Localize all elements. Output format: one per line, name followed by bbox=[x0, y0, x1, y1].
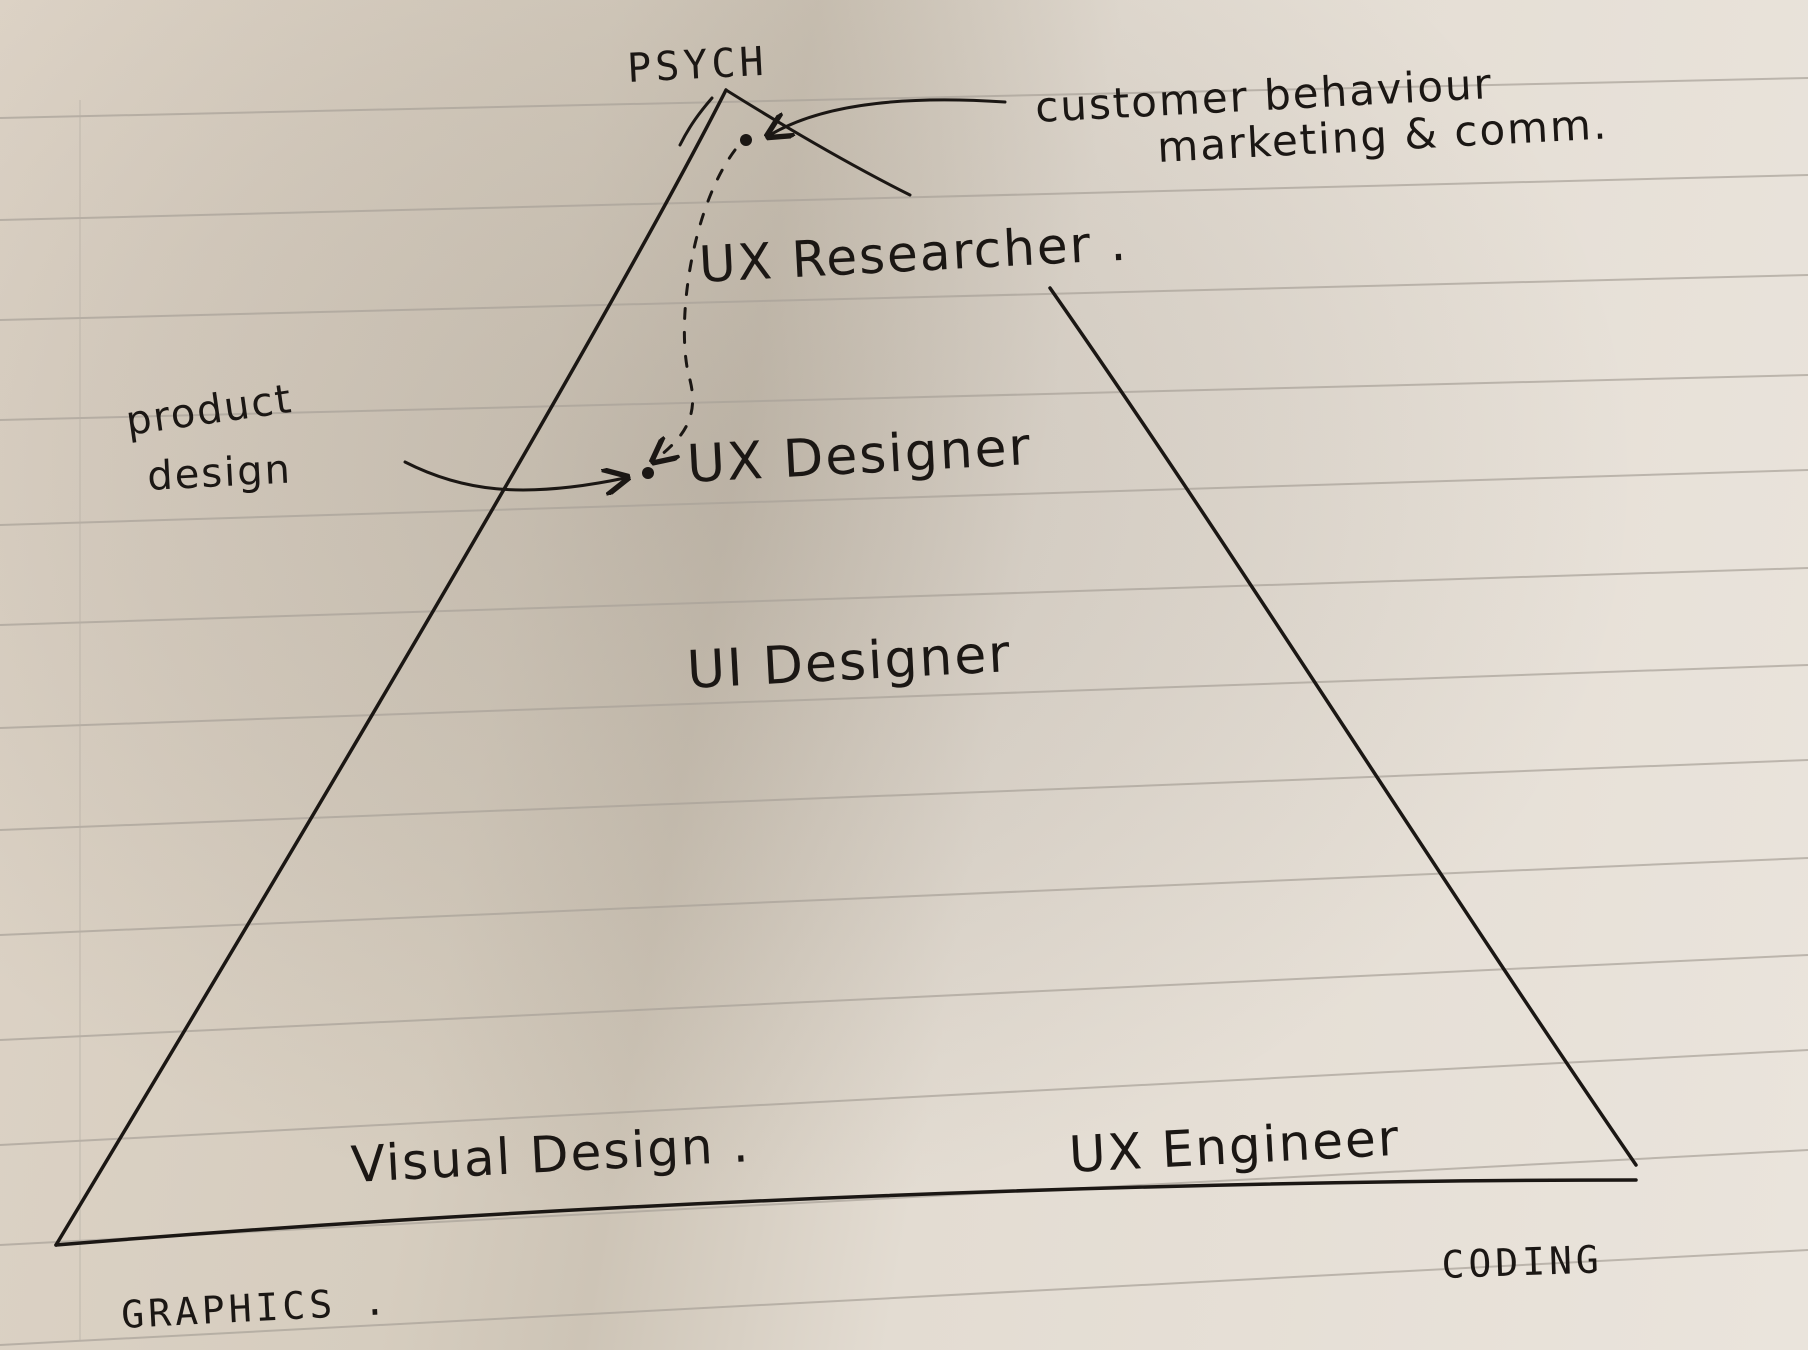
pyramid-outline bbox=[54, 88, 1638, 1247]
psych-node-dot bbox=[740, 134, 752, 146]
dashed-connector bbox=[655, 148, 737, 460]
ui-designer-label: UI Designer bbox=[686, 624, 1014, 701]
customer-arrow bbox=[740, 98, 1007, 146]
ux-designer-label: UX Designer bbox=[686, 417, 1034, 495]
product-annotation-line2: design bbox=[146, 446, 293, 500]
product-arrow bbox=[403, 460, 654, 490]
visual-design-label: Visual Design . bbox=[350, 1115, 752, 1194]
product-annotation-line1: product bbox=[123, 376, 296, 445]
ux-designer-node-dot bbox=[642, 467, 654, 479]
ux-engineer-label: UX Engineer bbox=[1068, 1109, 1402, 1184]
ux-researcher-label: UX Researcher . bbox=[698, 214, 1130, 294]
graphics-label: GRAPHICS . bbox=[120, 1279, 391, 1337]
notebook-rules bbox=[0, 77, 1808, 1346]
apex-label: PSYCH bbox=[626, 39, 769, 92]
coding-label: CODING bbox=[1441, 1237, 1604, 1287]
